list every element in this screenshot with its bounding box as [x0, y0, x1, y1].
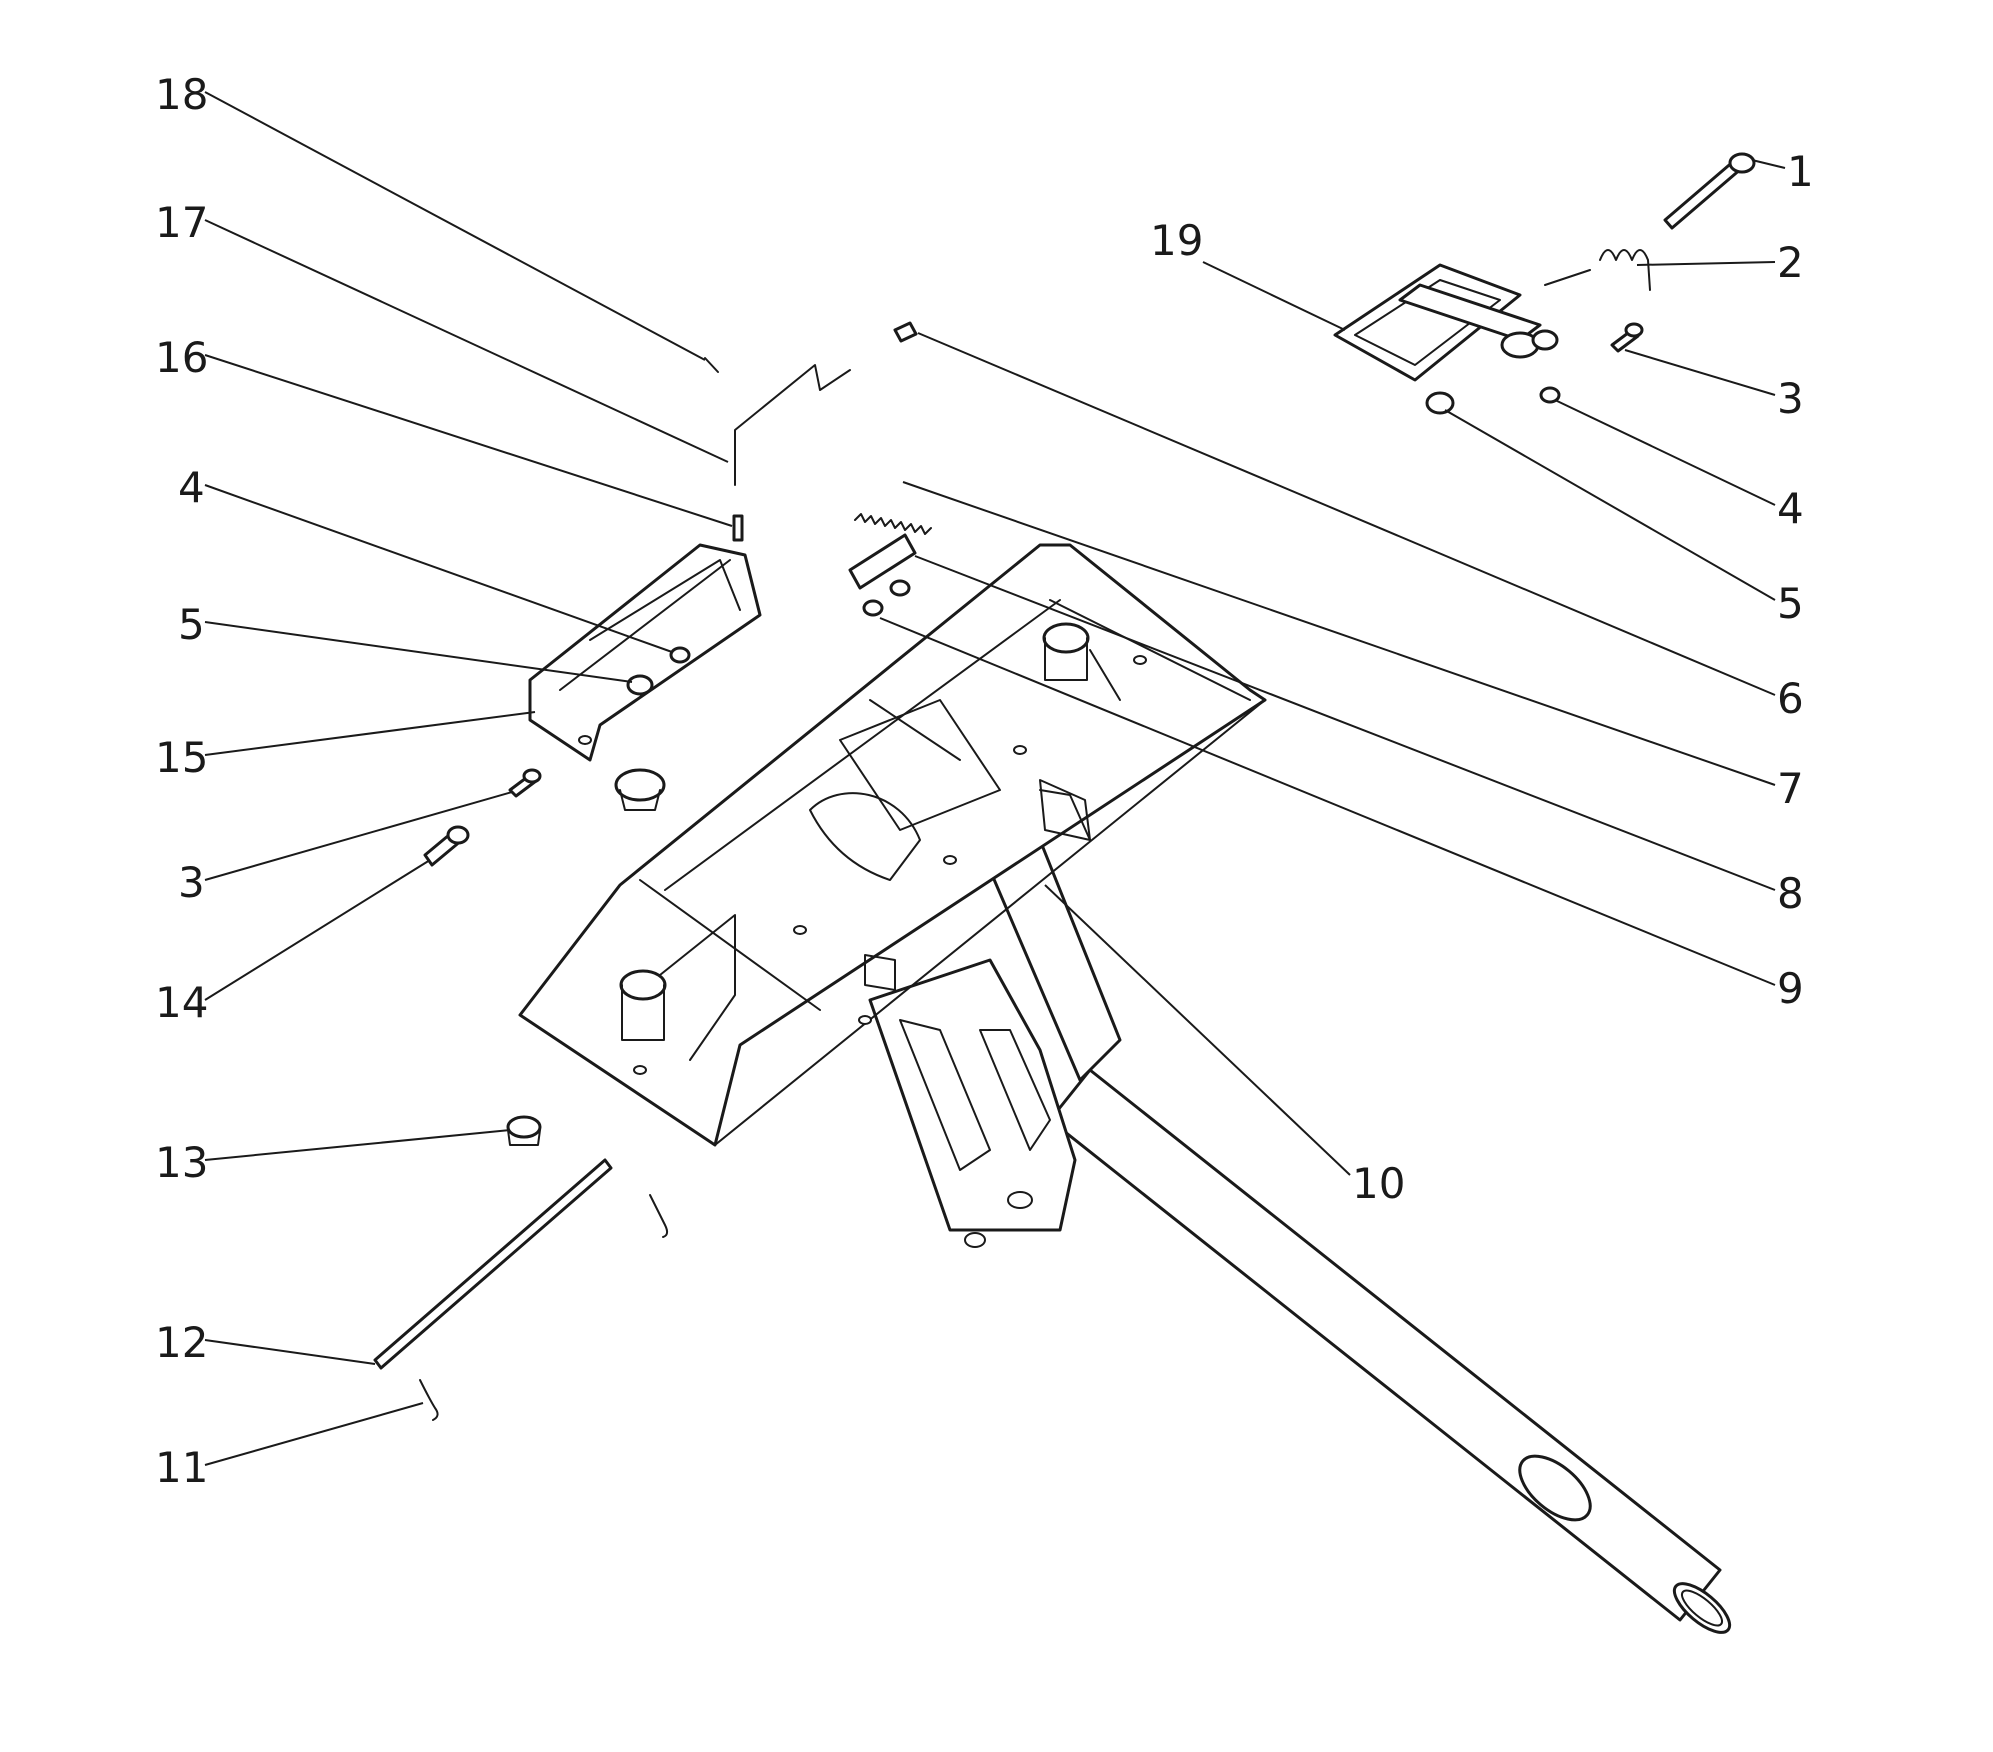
callout-18: 18	[155, 70, 208, 119]
callout-4-left: 4	[178, 463, 205, 512]
leader-3-left	[204, 791, 513, 881]
nut-part-4-right	[1539, 386, 1561, 404]
callout-4-right: 4	[1777, 484, 1804, 533]
leader-8	[914, 555, 1776, 891]
pedal-part-19	[1333, 263, 1559, 382]
callout-5-right: 5	[1777, 579, 1804, 628]
leader-lines	[204, 91, 1786, 1466]
callout-12: 12	[155, 1318, 208, 1367]
callout-14: 14	[155, 978, 208, 1027]
bracket-part-15	[528, 543, 762, 762]
leader-14	[204, 859, 431, 1001]
nut-part-5-right	[1425, 391, 1455, 415]
leader-9	[879, 617, 1776, 986]
bushing	[614, 768, 666, 811]
bushing-part-13	[506, 1115, 542, 1146]
spring-part-7	[854, 513, 932, 535]
callout-labels: 1 2 3 4 5 6 7 8 9 10 11 12 13 14 3 15 5 …	[155, 70, 1814, 1492]
leader-4-right	[1554, 399, 1776, 506]
bolt-part-14	[423, 825, 470, 867]
rod-part-12	[373, 1158, 613, 1370]
leader-1	[1751, 159, 1786, 169]
cotter-pin	[649, 1194, 669, 1238]
leader-16	[204, 354, 733, 527]
support-bracket	[868, 958, 1077, 1248]
leader-5-right	[1444, 409, 1776, 601]
callout-13: 13	[155, 1138, 208, 1187]
callout-7: 7	[1777, 764, 1804, 813]
callout-6: 6	[1777, 674, 1804, 723]
leader-2	[1636, 261, 1776, 266]
pin-part-18	[704, 357, 719, 373]
callout-9: 9	[1777, 964, 1804, 1013]
leader-10	[1044, 884, 1351, 1176]
leader-5-left	[204, 621, 633, 683]
spring-part-2	[1544, 249, 1651, 291]
leader-15	[204, 711, 536, 756]
rod-part-17	[734, 364, 851, 486]
hinge-part-8	[848, 533, 917, 590]
callout-5-left: 5	[178, 600, 205, 649]
callout-16: 16	[155, 333, 208, 382]
nut-part-5-left	[626, 674, 654, 696]
callout-17: 17	[155, 198, 208, 247]
callout-1: 1	[1787, 147, 1814, 196]
leader-7	[902, 481, 1776, 786]
leader-13	[204, 1129, 511, 1161]
leader-18	[204, 91, 706, 361]
leader-17	[204, 219, 729, 463]
pin-part-6	[893, 321, 918, 343]
callout-3-left: 3	[178, 858, 205, 907]
nuts-part-9	[862, 579, 911, 617]
cotter-pin-part-11	[419, 1379, 439, 1421]
callout-19: 19	[1150, 216, 1203, 265]
pin-part-16	[732, 514, 744, 542]
callout-15: 15	[155, 733, 208, 782]
leader-3-right	[1624, 349, 1776, 396]
parts-drawing	[373, 152, 1756, 1634]
leader-4-left	[204, 484, 673, 653]
callout-2: 2	[1777, 238, 1804, 287]
leader-11	[204, 1402, 424, 1466]
leader-12	[204, 1339, 376, 1365]
callout-10: 10	[1352, 1159, 1405, 1208]
callout-3-right: 3	[1777, 374, 1804, 423]
leader-6	[917, 332, 1776, 696]
leader-19	[1202, 261, 1346, 331]
nut-part-4-left	[669, 646, 691, 664]
callout-8: 8	[1777, 869, 1804, 918]
tube-part-10	[988, 838, 1732, 1634]
bolt-part-1	[1663, 152, 1756, 230]
bolt-part-3-right	[1610, 322, 1644, 353]
bolt-part-3-left	[508, 768, 542, 798]
main-plate	[518, 543, 1267, 1147]
callout-11: 11	[155, 1443, 208, 1492]
